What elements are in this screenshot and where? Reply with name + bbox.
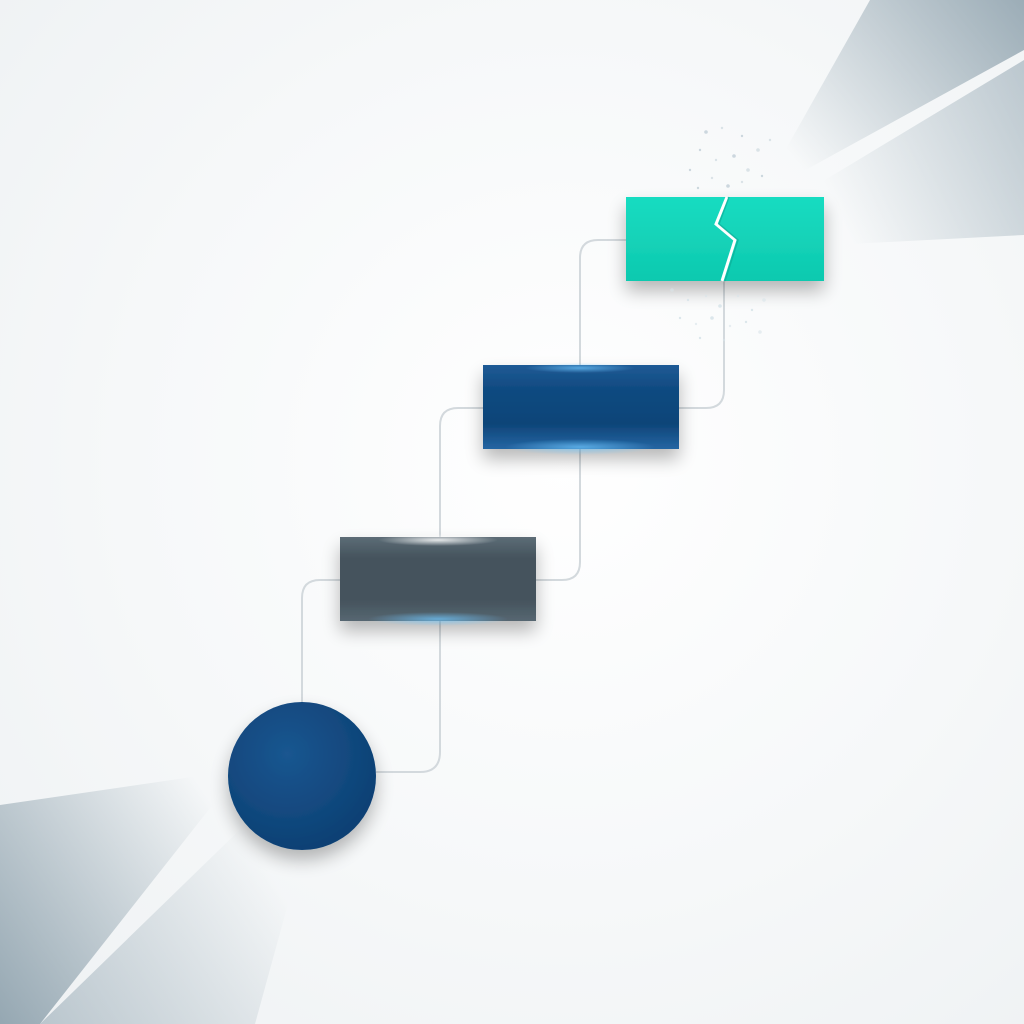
step-2-bottom-glow <box>505 439 655 455</box>
sparkle-dot <box>728 324 732 328</box>
sparkles <box>670 126 772 342</box>
sparkle-dot <box>704 130 708 134</box>
sparkle-dot <box>740 180 744 184</box>
start-circle <box>228 702 376 850</box>
connector-start-to-step-1-return <box>376 621 441 773</box>
light-ray-top-right <box>760 0 1024 195</box>
node-step-1 <box>340 537 536 621</box>
sparkle-dot <box>698 148 702 152</box>
sparkle-dot <box>718 304 722 308</box>
sparkle-dot <box>740 134 744 138</box>
sparkle-dot <box>694 322 698 326</box>
node-step-2 <box>483 365 679 449</box>
connector-step-1-to-step-2 <box>439 407 483 537</box>
sparkle-dot <box>696 186 700 190</box>
step-3-crack <box>714 196 737 282</box>
sparkle-dot <box>732 154 736 158</box>
sparkle-dot <box>704 294 708 298</box>
sparkle-dot <box>720 126 724 130</box>
sparkle-dot <box>686 298 690 302</box>
sparkle-dot <box>768 138 772 142</box>
light-ray-bottom-left <box>0 770 240 1024</box>
sparkle-dot <box>678 316 682 320</box>
connectors <box>301 239 725 773</box>
step-2-box <box>483 365 679 449</box>
step-1-box <box>340 537 536 621</box>
sparkle-dot <box>688 168 692 172</box>
connector-start-to-step-1 <box>301 579 340 704</box>
sparkle-dot <box>750 308 754 312</box>
step-1-top-glow <box>378 534 498 546</box>
sparkle-dot <box>710 316 714 320</box>
connector-step-2-to-step-3 <box>579 239 626 365</box>
step-1-bottom-glow <box>368 612 508 626</box>
connector-step-1-to-step-2-return <box>536 449 581 581</box>
sparkle-dot <box>744 320 748 324</box>
sparkle-dot <box>726 184 730 188</box>
sparkle-dot <box>714 158 718 162</box>
sparkle-dot <box>698 336 702 340</box>
node-start <box>228 702 376 850</box>
sparkle-dot <box>758 330 762 334</box>
light-ray-bottom-left-lower <box>40 815 300 1024</box>
sparkle-dot <box>760 174 764 178</box>
sparkle-dot <box>722 338 726 342</box>
sparkle-dot <box>736 294 740 298</box>
light-ray-top-right-lower <box>800 60 1024 245</box>
step-3-crack-shadow <box>718 196 739 282</box>
sparkle-dot <box>762 298 766 302</box>
sparkle-dot <box>670 288 674 292</box>
step-2-top-glow <box>525 363 635 373</box>
sparkle-dot <box>710 176 714 180</box>
sparkle-dot <box>746 168 750 172</box>
sparkle-dot <box>756 148 760 152</box>
connector-step-2-to-step-3-return <box>679 281 725 409</box>
